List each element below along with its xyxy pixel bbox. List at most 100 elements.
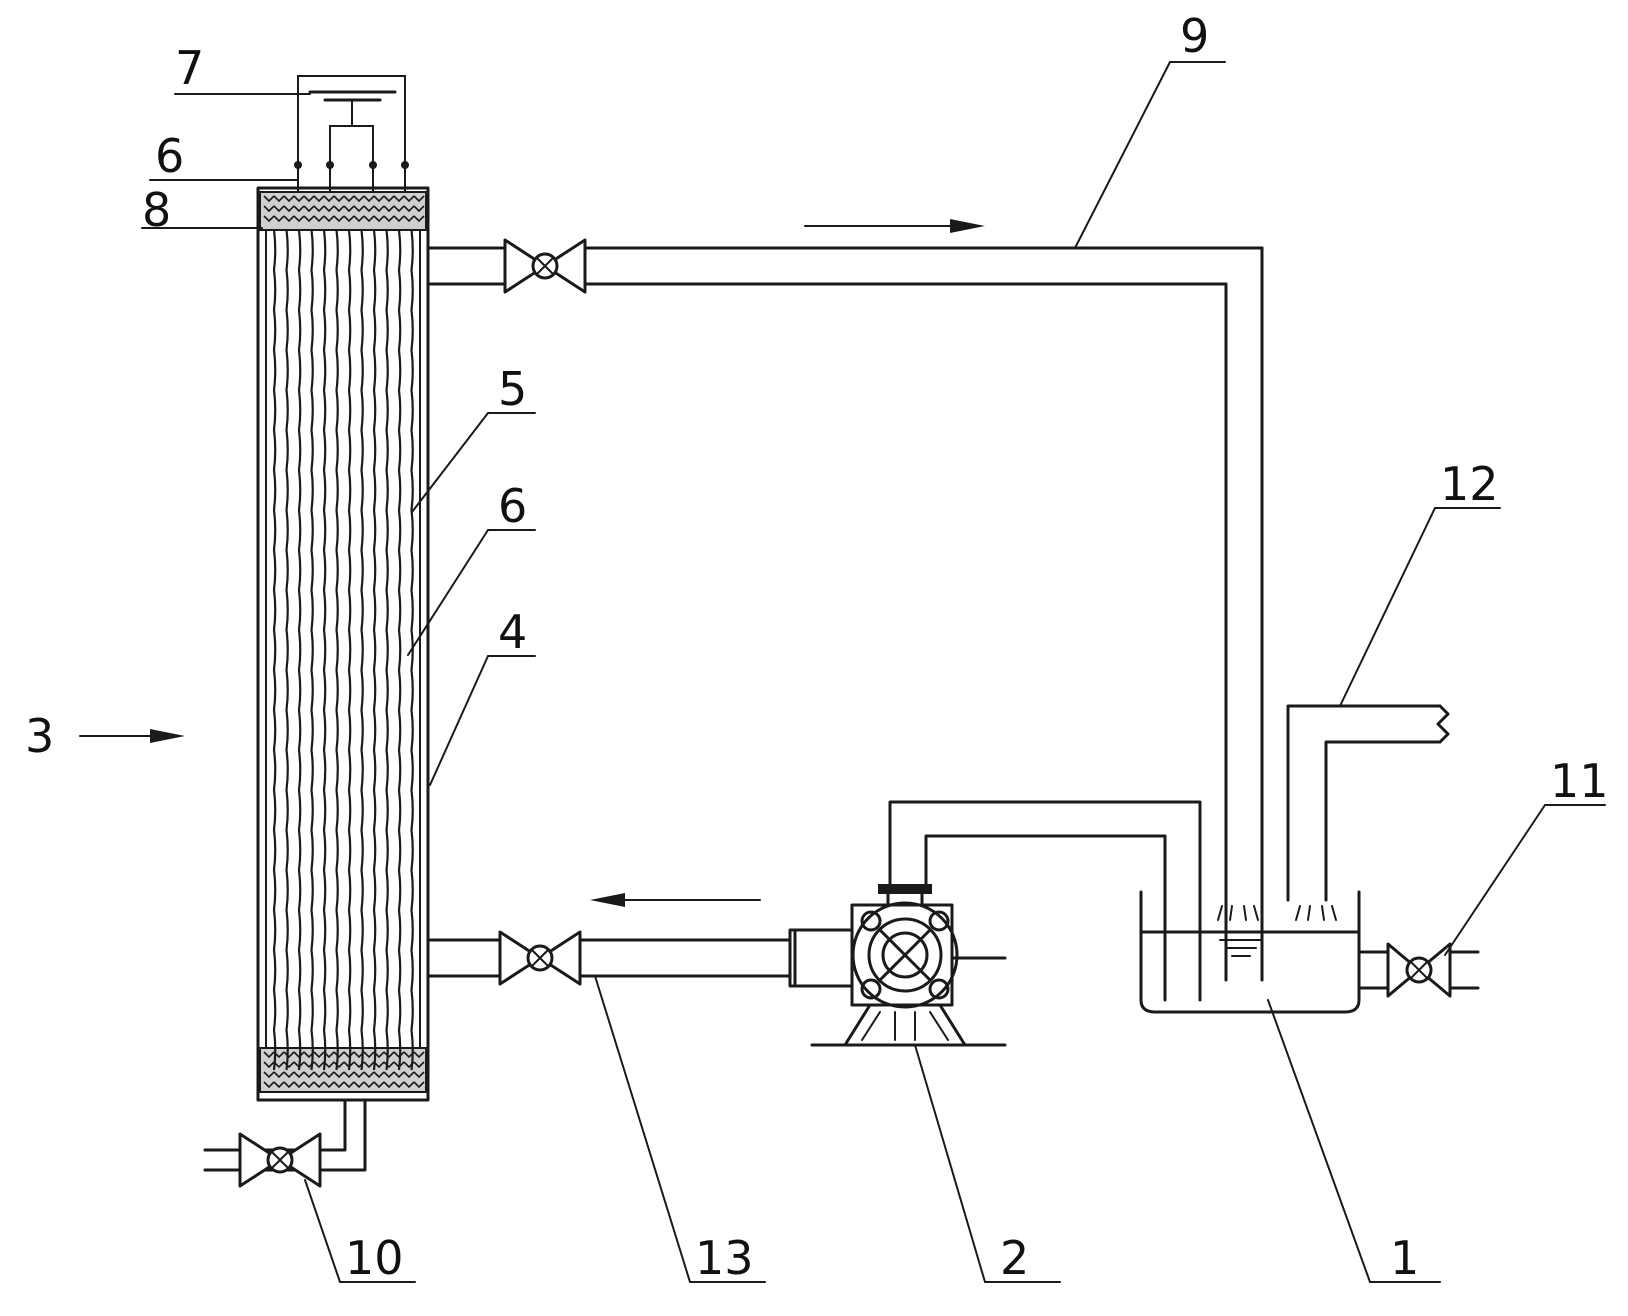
label-4: 4	[498, 605, 527, 659]
leader-lines	[141, 61, 1606, 1283]
packing-mark	[273, 1071, 285, 1079]
packing-mark	[293, 195, 305, 203]
arrow-right-icon	[950, 219, 985, 233]
exhaust-pipe	[1286, 704, 1450, 902]
packing-mark	[403, 1071, 415, 1079]
tube-line	[322, 229, 327, 1071]
packing-mark	[393, 1081, 405, 1089]
packing-mark	[273, 1081, 285, 1089]
packing-mark	[403, 195, 415, 203]
packing-mark	[373, 195, 385, 203]
pump-outlet-pipe	[888, 800, 1202, 1002]
packing-mark	[313, 1061, 325, 1069]
packing-mark	[393, 1071, 405, 1079]
packing-mark	[363, 205, 375, 213]
packing-mark	[263, 205, 275, 213]
packing-mark	[383, 215, 395, 223]
packing-mark	[383, 1081, 395, 1089]
label-1: 1	[1390, 1231, 1419, 1285]
packing-mark	[363, 1061, 375, 1069]
tank	[1139, 890, 1480, 1014]
label-3: 3	[25, 709, 54, 763]
packing-mark	[283, 215, 295, 223]
packing-mark	[263, 1081, 275, 1089]
packing-mark	[283, 1081, 295, 1089]
tube-line	[272, 229, 277, 1071]
label-11: 11	[1550, 754, 1609, 808]
packing-mark	[343, 195, 355, 203]
packing-mark	[403, 1081, 415, 1089]
packing-mark	[333, 215, 345, 223]
packing-mark	[403, 215, 415, 223]
packing-mark	[363, 195, 375, 203]
label-9: 9	[1180, 9, 1209, 63]
pump	[810, 884, 1007, 1047]
packing-mark	[393, 215, 405, 223]
packing-mark	[413, 1061, 425, 1069]
packing-mark	[363, 1071, 375, 1079]
packing-mark	[373, 1071, 385, 1079]
packing-mark	[333, 1061, 345, 1069]
top-return-pipe	[426, 246, 1264, 982]
packing-mark	[323, 215, 335, 223]
label-7: 7	[175, 41, 204, 95]
packing-mark	[273, 195, 285, 203]
packing-mark	[363, 1081, 375, 1089]
packing-mark	[323, 1071, 335, 1079]
label-6-side: 6	[498, 479, 527, 533]
packing-mark	[333, 1071, 345, 1079]
packing-mark	[383, 1051, 395, 1059]
packing-mark	[293, 1081, 305, 1089]
tube-line	[285, 229, 289, 1071]
arrow-right-icon	[150, 729, 185, 743]
packing-mark	[363, 215, 375, 223]
tube-line	[385, 229, 389, 1071]
tube-line	[347, 229, 352, 1071]
valve-bottom-feed	[498, 930, 582, 986]
packing-mark	[353, 205, 365, 213]
flow-arrows	[79, 219, 985, 907]
packing-mark	[393, 195, 405, 203]
packing-mark	[313, 205, 325, 213]
valve-top	[503, 238, 587, 294]
tube-line	[372, 229, 377, 1071]
packing-mark	[263, 195, 275, 203]
packing-mark	[323, 1081, 335, 1089]
packing-mark	[273, 215, 285, 223]
label-6-top: 6	[155, 129, 184, 183]
packing-mark	[283, 1061, 295, 1069]
packing-mark	[323, 205, 335, 213]
packing-mark	[353, 215, 365, 223]
packing-mark	[313, 195, 325, 203]
packing-mark	[313, 1071, 325, 1079]
label-12: 12	[1440, 457, 1499, 511]
packing-mark	[333, 205, 345, 213]
packing-mark	[403, 205, 415, 213]
electrode-leads	[294, 75, 409, 193]
tube-line	[360, 229, 364, 1071]
valve-10	[238, 1132, 322, 1188]
arrow-left-icon	[590, 893, 625, 907]
packing-mark	[353, 1071, 365, 1079]
packing-mark	[383, 205, 395, 213]
packing-texture	[263, 195, 425, 1089]
packing-mark	[313, 1081, 325, 1089]
packing-mark	[343, 205, 355, 213]
label-13: 13	[695, 1231, 754, 1285]
packing-mark	[333, 1081, 345, 1089]
packing-mark	[283, 1051, 295, 1059]
packing-mark	[303, 205, 315, 213]
packing-mark	[413, 215, 425, 223]
packing-mark	[283, 1071, 295, 1079]
packing-mark	[303, 195, 315, 203]
tube-line	[397, 229, 402, 1071]
packing-mark	[373, 1081, 385, 1089]
tube-line	[410, 229, 414, 1071]
reactor-column	[203, 75, 430, 1172]
packing-mark	[413, 205, 425, 213]
packing-mark	[413, 1081, 425, 1089]
column-shell	[256, 186, 430, 1102]
packing-mark	[363, 1051, 375, 1059]
